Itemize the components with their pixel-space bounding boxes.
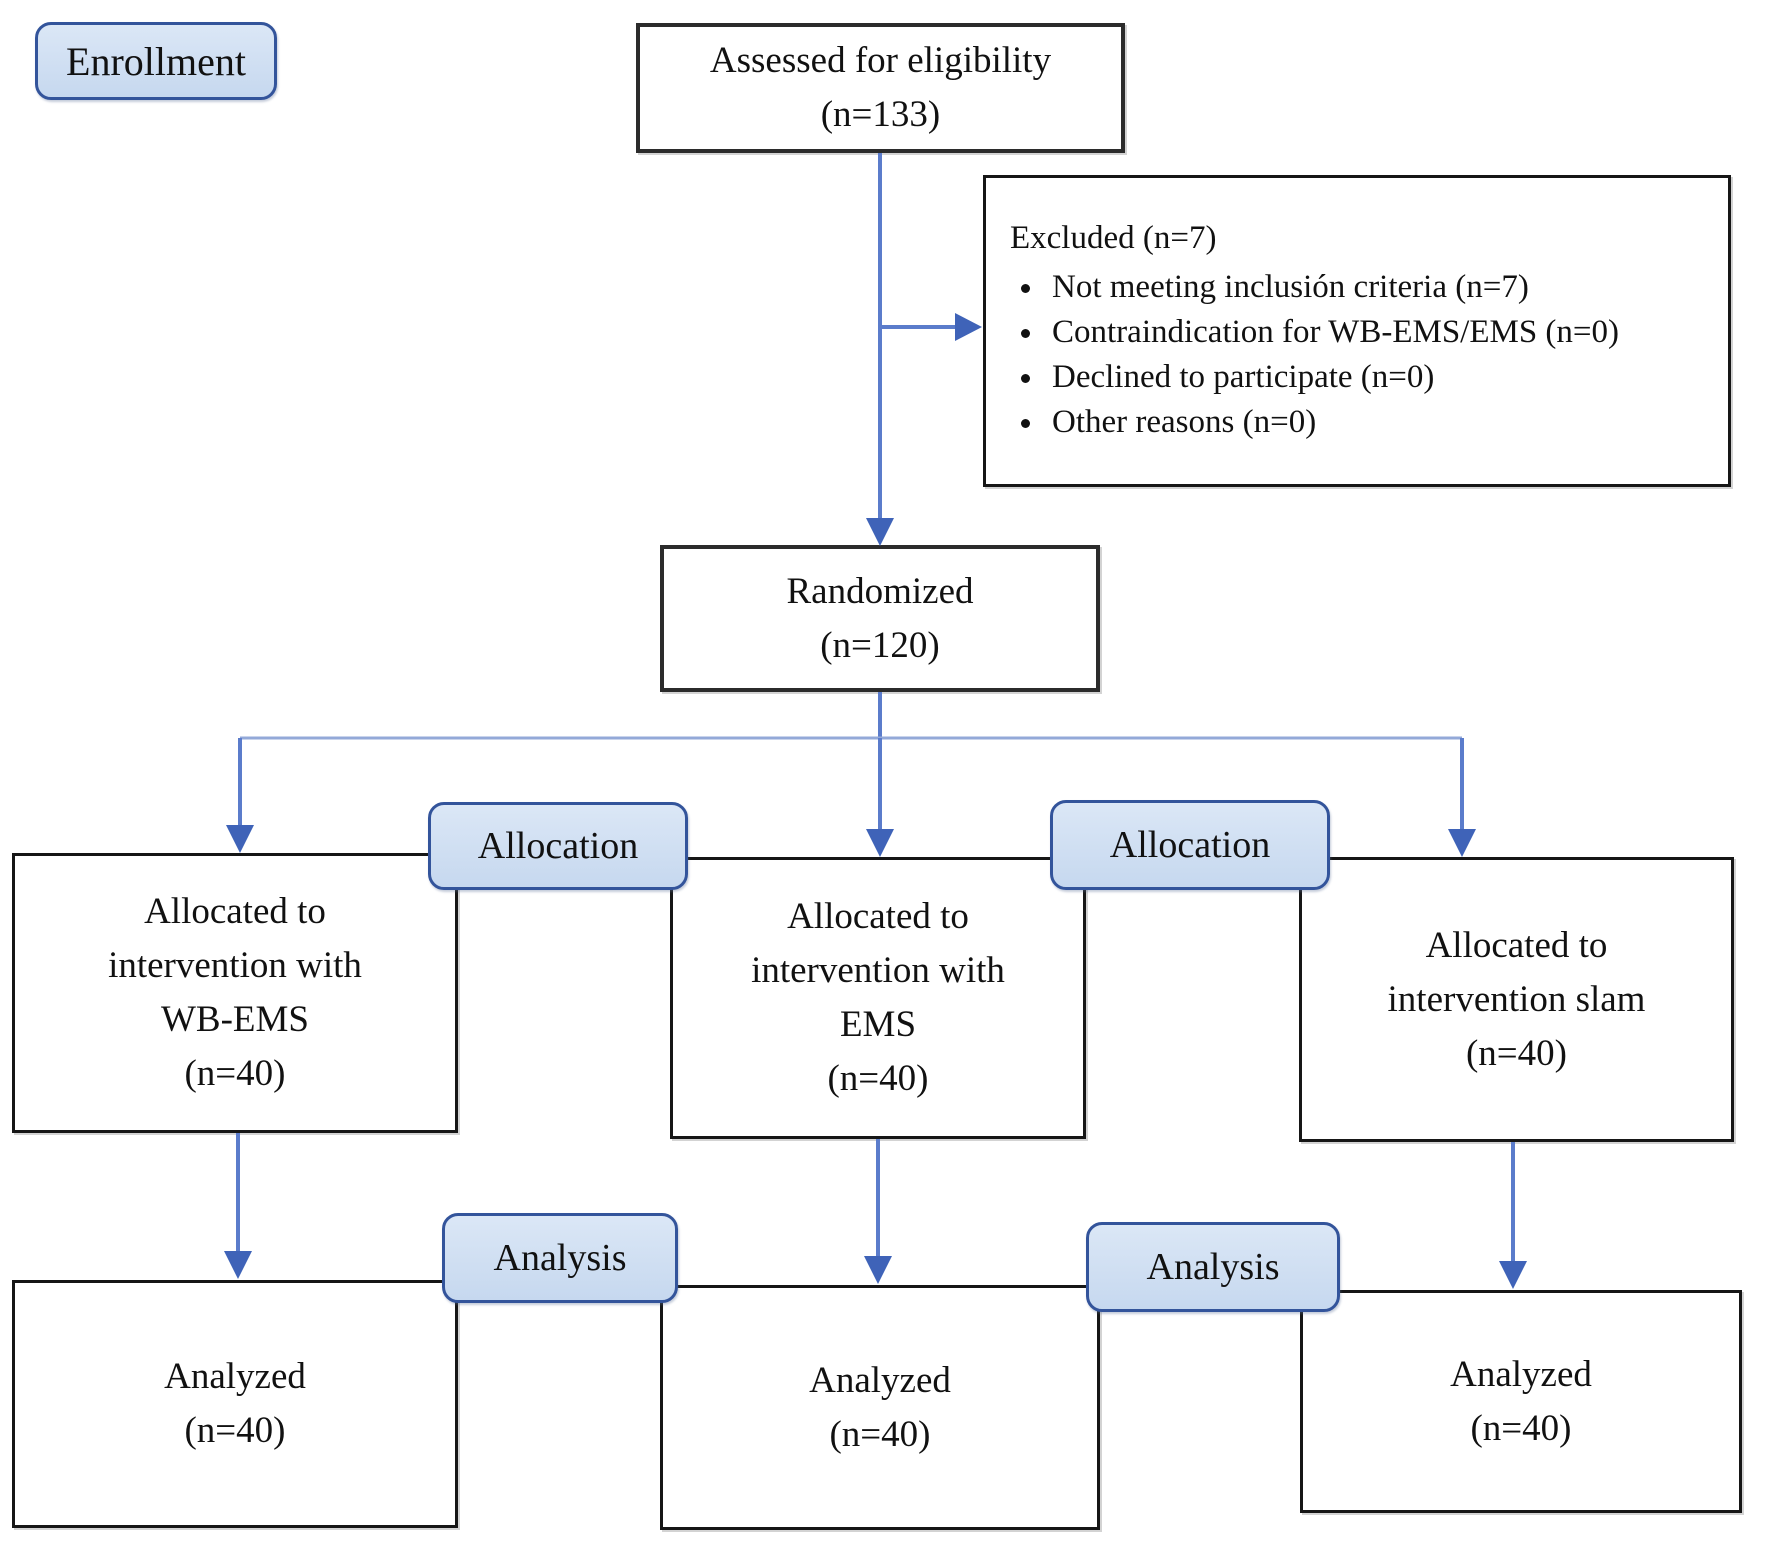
allocated-ems-box: Allocated to intervention with EMS (n=40…	[670, 857, 1086, 1139]
arrowhead-alloc-left	[226, 825, 254, 853]
enrollment-stage-label: Enrollment	[66, 38, 246, 84]
randomized-line1: Randomized	[786, 570, 974, 612]
analyzed-wbems-box: Analyzed (n=40)	[12, 1280, 458, 1528]
analyzed-ems-line2: (n=40)	[829, 1413, 931, 1455]
arrowhead-excluded	[955, 313, 982, 341]
arrowhead-alloc-right	[1448, 829, 1476, 857]
analyzed-slam-line1: Analyzed	[1450, 1353, 1592, 1395]
allocated-slam-box: Allocated to intervention slam (n=40)	[1299, 857, 1734, 1142]
allocated-wbems-line: WB-EMS	[161, 999, 309, 1040]
allocated-slam-line: (n=40)	[1465, 1032, 1567, 1074]
arrowhead-analyzed-left	[224, 1251, 252, 1279]
analysis-stage-pill-right: Analysis	[1086, 1222, 1340, 1312]
analysis-stage-label-left: Analysis	[493, 1237, 627, 1279]
analyzed-wbems-line2: (n=40)	[184, 1410, 286, 1451]
enrollment-stage-pill: Enrollment	[35, 22, 277, 100]
allocation-stage-pill-right: Allocation	[1050, 800, 1330, 890]
randomized-box: Randomized (n=120)	[660, 545, 1100, 692]
allocated-ems-line: intervention with	[751, 950, 1005, 991]
allocation-stage-label-right: Allocation	[1109, 824, 1271, 866]
excluded-bullet: Declined to participate (n=0)	[1046, 355, 1619, 400]
allocated-wbems-line: intervention with	[108, 945, 362, 986]
analysis-stage-label-right: Analysis	[1146, 1246, 1280, 1288]
excluded-title: Excluded (n=7)	[1010, 220, 1217, 256]
analyzed-slam-box: Analyzed (n=40)	[1300, 1290, 1742, 1513]
excluded-bullet-list: Not meeting inclusión criteria (n=7) Con…	[1010, 265, 1619, 445]
analyzed-wbems-line1: Analyzed	[164, 1356, 306, 1397]
allocated-ems-line: EMS	[839, 1004, 917, 1045]
assessed-line2: (n=133)	[820, 94, 941, 135]
arrowhead-analyzed-middle	[864, 1256, 892, 1284]
excluded-bullet: Other reasons (n=0)	[1046, 400, 1619, 445]
allocated-wbems-box: Allocated to intervention with WB-EMS (n…	[12, 853, 458, 1133]
arrowhead-alloc-middle	[866, 829, 894, 857]
allocated-wbems-line: Allocated to	[144, 891, 326, 932]
excluded-bullet: Not meeting inclusión criteria (n=7)	[1046, 265, 1619, 310]
randomized-line2: (n=120)	[820, 624, 940, 666]
excluded-bullet: Contraindication for WB-EMS/EMS (n=0)	[1046, 310, 1619, 355]
allocation-stage-pill-left: Allocation	[428, 802, 688, 890]
analyzed-slam-line2: (n=40)	[1470, 1407, 1572, 1449]
assessed-box: Assessed for eligibility (n=133)	[636, 23, 1125, 153]
assessed-line1: Assessed for eligibility	[709, 40, 1052, 81]
analysis-stage-pill-left: Analysis	[442, 1213, 678, 1303]
excluded-box: Excluded (n=7) Not meeting inclusión cri…	[983, 175, 1731, 487]
arrowhead-randomized	[866, 518, 894, 546]
analyzed-ems-line1: Analyzed	[809, 1359, 951, 1401]
analyzed-ems-box: Analyzed (n=40)	[660, 1285, 1100, 1530]
allocated-ems-line: Allocated to	[787, 896, 969, 937]
allocated-slam-line: Allocated to	[1425, 924, 1608, 966]
allocated-slam-line: intervention slam	[1387, 978, 1646, 1020]
allocation-stage-label-left: Allocation	[477, 825, 639, 867]
arrowhead-analyzed-right	[1499, 1261, 1527, 1289]
allocated-wbems-line: (n=40)	[184, 1053, 286, 1094]
allocated-ems-line: (n=40)	[827, 1058, 929, 1099]
